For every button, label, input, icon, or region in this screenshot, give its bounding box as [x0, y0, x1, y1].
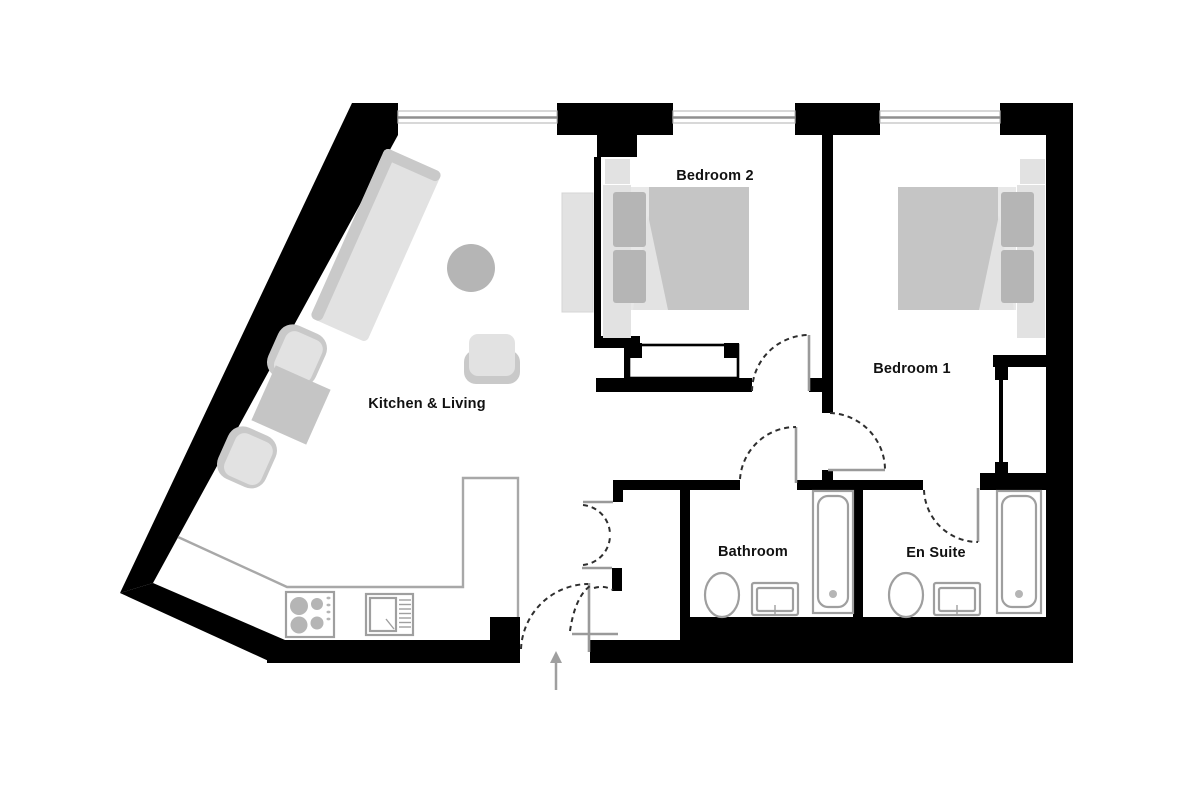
bedroom-1-furniture	[898, 159, 1046, 475]
living-room-furniture	[216, 149, 594, 489]
wall-bed2-south	[596, 378, 752, 392]
wall-ensuite-north-right	[980, 473, 1046, 490]
wall-bathroom-north-right	[797, 480, 923, 490]
bedroom-2-door	[751, 334, 811, 392]
entry-door	[520, 583, 618, 652]
wall-bathroom-north-left	[613, 480, 740, 490]
ensuite-sink	[932, 581, 982, 617]
wall-southwest-bevel	[120, 583, 285, 663]
wall-bed2-bed1	[822, 135, 833, 413]
bathroom-bathtub	[811, 489, 855, 615]
wall-west-angled	[120, 103, 398, 593]
wall-top-1	[557, 103, 673, 135]
stove-hob	[284, 590, 336, 639]
bathroom-door	[739, 425, 798, 483]
bed1-pillow-1	[1001, 192, 1034, 247]
label-bathroom: Bathroom	[718, 544, 788, 560]
label-bedroom-2: Bedroom 2	[676, 168, 754, 184]
bathroom-sink	[750, 581, 800, 617]
coffee-table	[447, 244, 495, 292]
wall-hall-bathroom	[680, 487, 690, 640]
label-kitchen-living: Kitchen & Living	[368, 396, 486, 412]
bed1-wardrobe	[993, 355, 1046, 475]
bed2-desk	[627, 343, 740, 380]
bed2-pillow-2	[613, 250, 646, 303]
bathroom-toilet	[703, 571, 741, 619]
wall-south-right	[590, 640, 1073, 663]
doors	[520, 334, 980, 652]
exterior-walls	[120, 103, 1073, 663]
wall-living-bed2	[594, 157, 601, 338]
sofa	[311, 149, 441, 341]
kitchen	[177, 476, 520, 639]
entrance-arrow	[550, 651, 562, 690]
kitchen-counter-outline	[177, 476, 520, 617]
ensuite-toilet	[887, 571, 925, 619]
bed1-nightstand	[1020, 159, 1045, 184]
wall-east	[1046, 103, 1073, 663]
wall-entry-pier	[490, 617, 520, 663]
room-labels: Kitchen & Living Bedroom 2 Bedroom 1 Bat…	[368, 168, 966, 561]
bed2-nightstand	[605, 159, 630, 184]
armchair	[464, 334, 520, 384]
wall-bathroom-ensuite	[853, 487, 863, 620]
dining-table	[251, 365, 331, 445]
bed2-pillow-1	[613, 192, 646, 247]
label-bedroom-1: Bedroom 1	[873, 361, 951, 377]
dining-chair-2	[216, 426, 278, 489]
ensuite-fixtures	[887, 489, 1043, 619]
bedroom-2-furniture	[603, 159, 749, 380]
label-en-suite: En Suite	[906, 545, 966, 561]
wall-closet-pier-top	[613, 490, 623, 502]
hall-closet-doors	[582, 500, 613, 570]
bed1-pillow-2	[1001, 250, 1034, 303]
bedroom-1-door	[828, 412, 886, 472]
window-bedroom-2	[672, 110, 796, 124]
ensuite-door	[923, 488, 980, 543]
window-bedroom-1	[879, 110, 1001, 124]
kitchen-sink	[364, 592, 415, 637]
wall-top-2	[795, 103, 880, 135]
ensuite-bathtub	[995, 489, 1043, 615]
wall-bed2-door-pier	[809, 378, 823, 392]
wall-bed1-door-pier	[822, 470, 833, 483]
wall-south-left	[267, 640, 520, 663]
window-living	[397, 110, 558, 124]
wall-closet-pier-bottom	[612, 568, 622, 591]
windows	[397, 110, 1001, 124]
wall-bed2-top-stub	[597, 135, 637, 157]
tv-unit	[561, 192, 594, 313]
bathroom-fixtures	[703, 489, 855, 619]
wall-south-inner-thick	[683, 617, 1073, 643]
